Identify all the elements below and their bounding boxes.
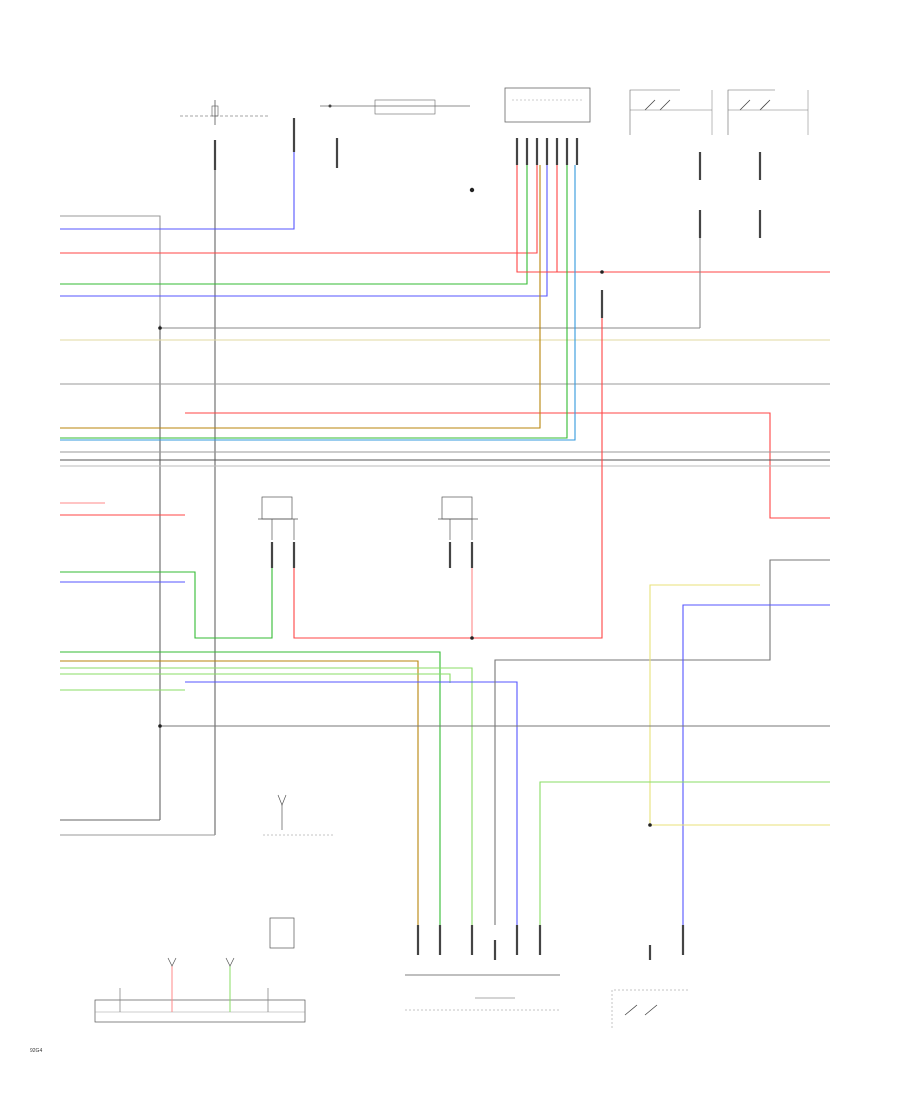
hot-in-run-fuse-block [180, 100, 270, 125]
ground-block [94, 957, 306, 1023]
splices [158, 187, 652, 827]
range-switch [611, 989, 690, 1028]
ground-switch [263, 794, 335, 949]
sensor-connectors [270, 542, 474, 568]
wires [60, 152, 830, 925]
figure-id: 92G4 [30, 1048, 42, 1054]
control-module [504, 87, 591, 123]
transmission-connector [405, 974, 560, 1011]
fuse-box-1 [629, 89, 713, 135]
relay-component [320, 99, 470, 115]
top-connector-stubs [213, 118, 762, 318]
bottom-connectors [416, 925, 685, 960]
fuse-box-2 [727, 89, 809, 135]
sensor-2 [438, 496, 478, 540]
sensor-1 [258, 496, 298, 540]
